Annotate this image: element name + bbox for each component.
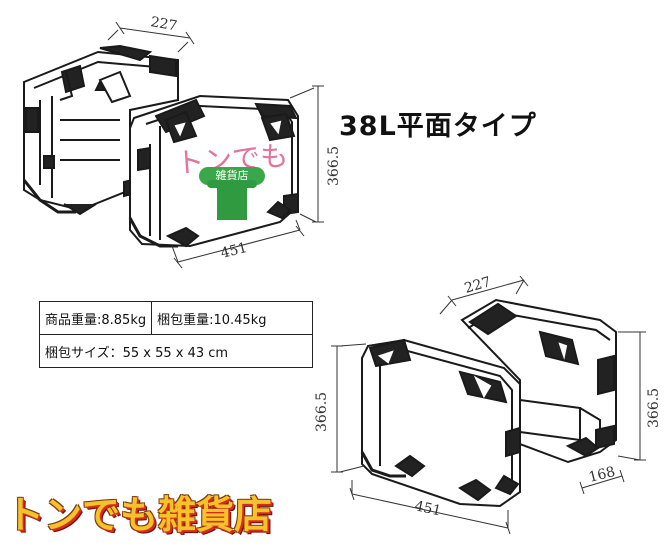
product-title: 38L平面タイプ: [339, 111, 537, 142]
spec-package-size: 梱包サイズ：55 x 55 x 43 cm: [45, 345, 229, 361]
dim-top-length: 451: [219, 240, 249, 262]
dim-bottom-height-right: 366.5: [646, 388, 662, 428]
bottom-dimension-lines: [331, 275, 646, 535]
top-back-box: [22, 44, 179, 216]
spec-row-size: 梱包サイズ：55 x 55 x 43 cm: [40, 335, 312, 367]
dim-top-width: 227: [149, 14, 178, 34]
bottom-back-box: [460, 298, 617, 464]
brand-logo: トンでも雑貨店: [6, 493, 273, 537]
dim-top-height: 366.5: [326, 146, 342, 186]
spec-row-weights: 商品重量:8.85kg 梱包重量:10.45kg: [40, 302, 312, 335]
dim-bottom-depth: 168: [587, 464, 617, 486]
bottom-front-box: [360, 338, 521, 508]
spec-product-weight: 商品重量:8.85kg: [40, 302, 153, 334]
watermark-hat-icon: [207, 180, 257, 220]
dim-bottom-length: 451: [413, 498, 442, 519]
dim-bottom-width: 227: [463, 274, 493, 297]
spec-package-weight: 梱包重量:10.45kg: [157, 312, 267, 328]
top-dimension-lines: [107, 21, 324, 269]
spec-table: 商品重量:8.85kg 梱包重量:10.45kg 梱包サイズ：55 x 55 x…: [39, 301, 313, 368]
dim-bottom-height-left: 366.5: [314, 392, 330, 432]
